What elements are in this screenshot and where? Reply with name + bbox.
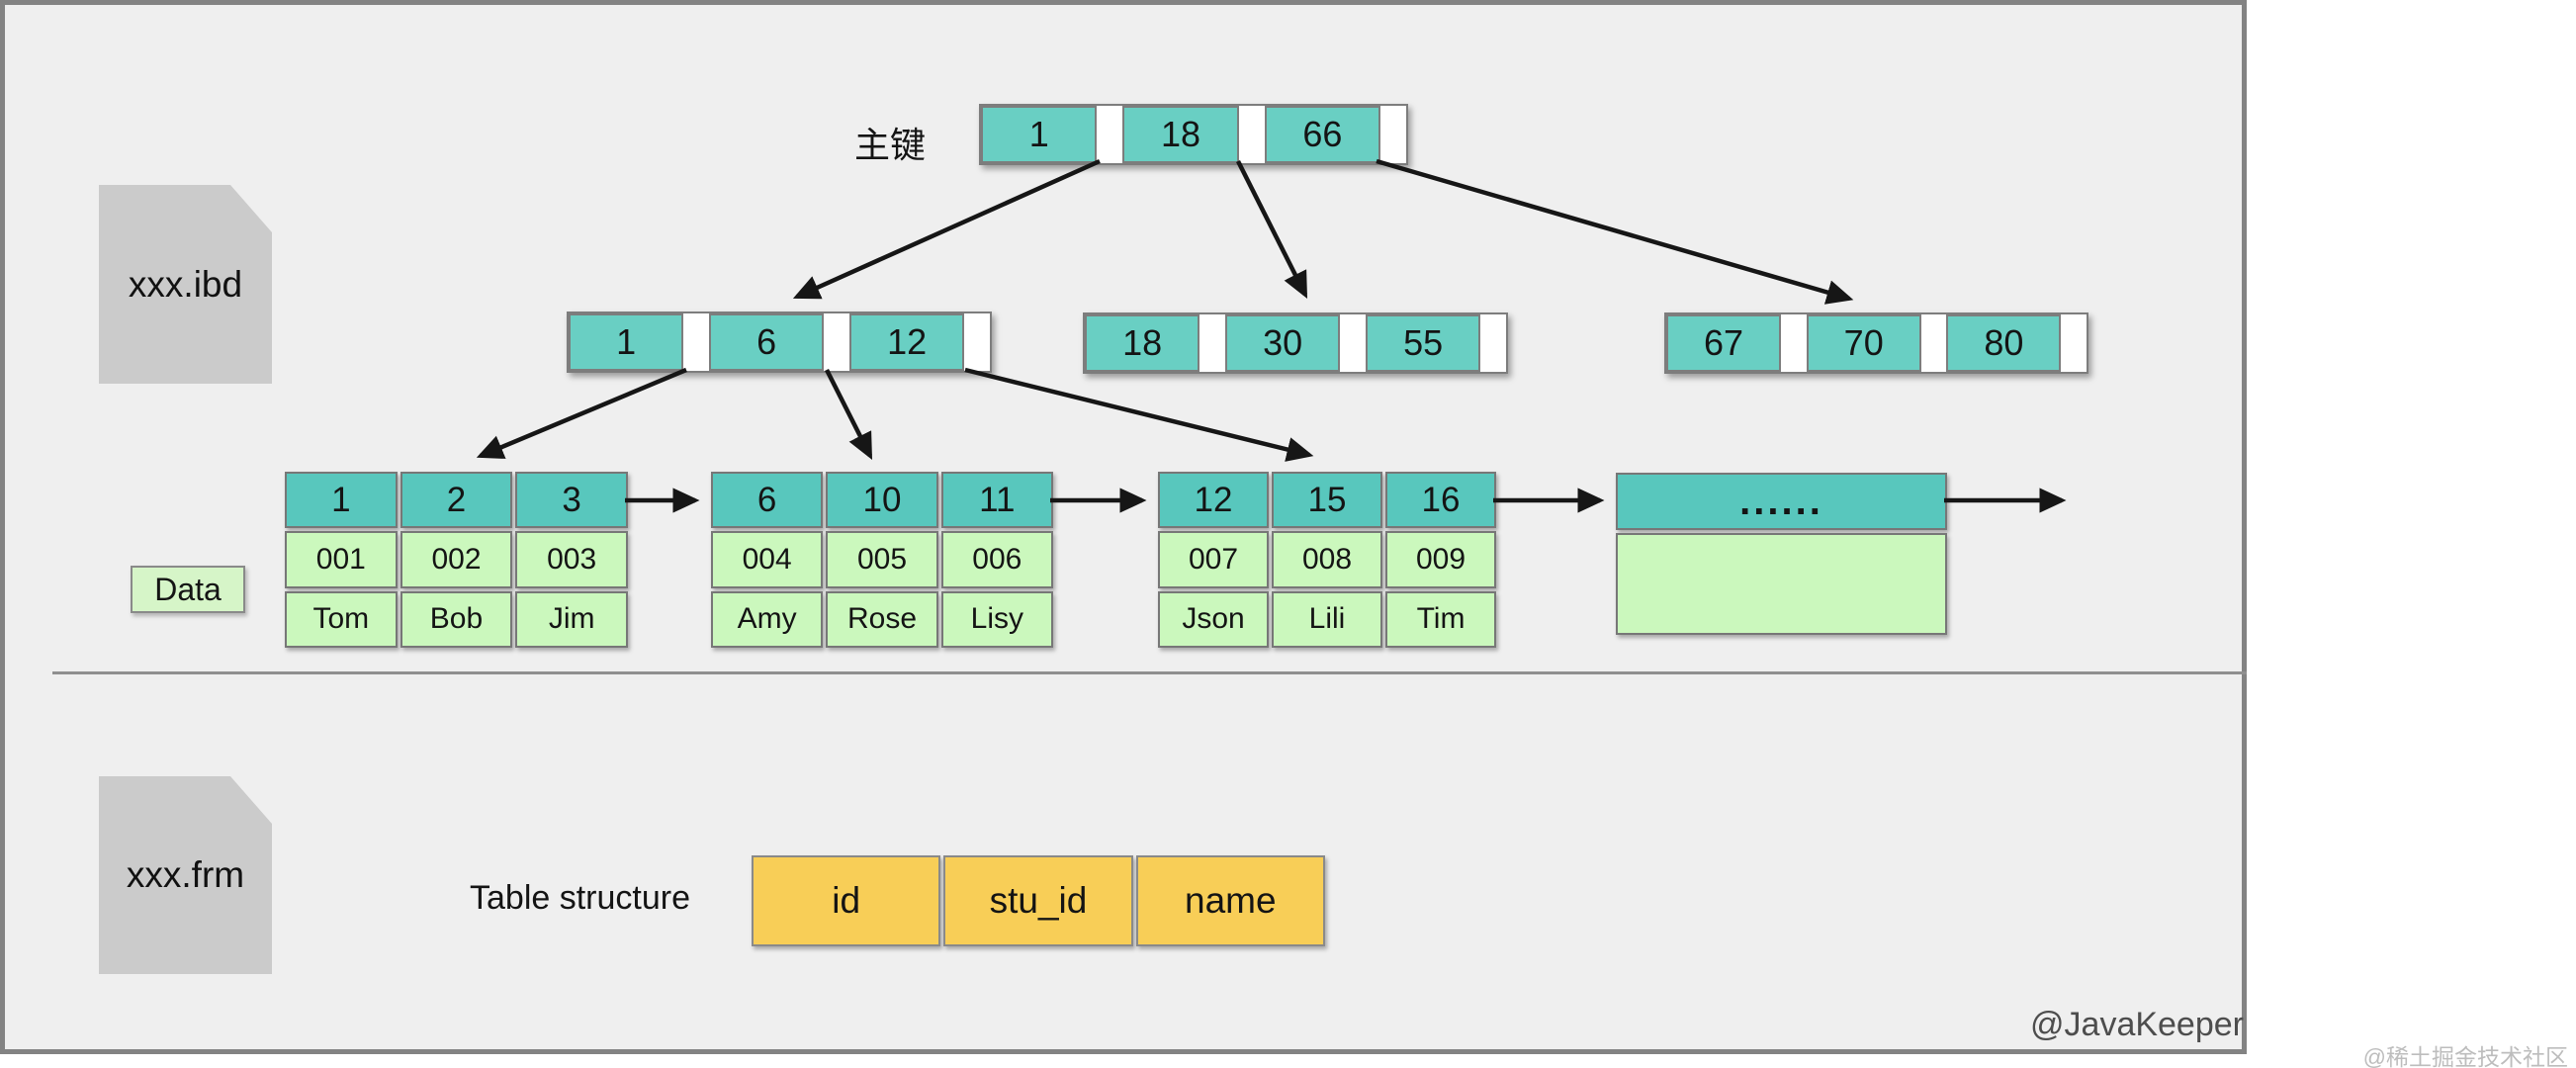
leaf-stuid-cell: 001 [285,531,398,588]
leaf-key-cell: 15 [1272,472,1382,529]
pointer-cell [824,313,849,371]
leaf-key-cell: 11 [940,472,1053,529]
key-cell: 18 [1085,314,1200,372]
leaf-page-2: 6 10 11 004 005 006 Amy Rose Lisy [711,472,1053,648]
ibd-file-label: xxx.ibd [128,263,243,305]
site-watermark: @稀土掘金技术社区 [2362,1044,2568,1068]
pointer-cell [1238,106,1265,163]
key-cell: 6 [709,313,825,371]
leaf-stuid-cell: 004 [711,531,824,588]
diagram-canvas: xxx.ibd xxx.frm 主键 1 18 66 1 6 12 18 [0,0,2247,1054]
leaf-name-cell: Rose [826,590,938,648]
key-cell: 12 [849,313,965,371]
key-cell: 67 [1666,314,1782,372]
leaf-stuid-cell: 008 [1272,531,1382,588]
leaf-key-cell: 3 [515,472,628,529]
table-structure-bar: id stu_id name [752,855,1325,946]
key-cell: 30 [1225,314,1341,372]
btree-root-node: 1 18 66 [979,104,1408,165]
pointer-cell [1480,314,1506,372]
leaf-key-cell: 12 [1158,472,1269,529]
leaf-ellipsis-cell: ...... [1616,473,1947,530]
leaf-stuid-cell: 002 [400,531,513,588]
key-cell: 1 [981,106,1098,163]
pointer-cell [683,313,709,371]
frm-file-icon: xxx.frm [99,776,272,974]
primary-key-label: 主键 [853,125,926,165]
leaf-page-3: 12 15 16 007 008 009 Json Lili Tim [1158,472,1496,648]
leaf-stuid-cell: 005 [826,531,938,588]
key-cell: 1 [569,313,684,371]
leaf-key-cell: 6 [711,472,824,529]
leaf-stuid-cell: 003 [515,531,628,588]
leaf-page-more: ...... [1616,473,1947,635]
key-cell: 70 [1806,314,1921,372]
column-cell: id [752,855,941,946]
pointer-cell [1097,106,1123,163]
pointer-cell [1781,314,1807,372]
leaf-name-cell: Tim [1385,590,1496,648]
leaf-page-1: 1 2 3 001 002 003 Tom Bob Jim [285,472,628,648]
key-cell: 55 [1366,314,1481,372]
leaf-key-cell: 10 [826,472,938,529]
author-watermark: @JavaKeeper [2030,1006,2244,1043]
leaf-name-cell: Tom [285,590,398,648]
leaf-name-cell: Bob [400,590,513,648]
column-cell: stu_id [943,855,1133,946]
pointer-cell [964,313,990,371]
leaf-stuid-cell: 006 [940,531,1053,588]
leaf-name-cell: Json [1158,590,1269,648]
leaf-key-cell: 16 [1385,472,1496,529]
ibd-file-icon: xxx.ibd [99,185,272,384]
leaf-name-cell: Lisy [940,590,1053,648]
frm-file-label: xxx.frm [126,854,245,895]
data-tag: Data [131,566,245,613]
btree-internal-node-right: 67 70 80 [1664,312,2088,374]
data-tag-label: Data [154,571,222,607]
pointer-cell [1380,106,1406,163]
leaf-stuid-cell: 009 [1385,531,1496,588]
pointer-cell [1340,314,1366,372]
pointer-cell [1920,314,1947,372]
key-cell: 66 [1264,106,1381,163]
leaf-name-cell: Jim [515,590,628,648]
leaf-stuid-cell: 007 [1158,531,1269,588]
btree-internal-node-left: 1 6 12 [567,312,992,373]
leaf-name-cell: Lili [1272,590,1382,648]
leaf-key-cell: 2 [400,472,513,529]
section-divider [52,671,2247,674]
key-cell: 80 [1946,314,2062,372]
leaf-key-cell: 1 [285,472,398,529]
leaf-empty-body [1616,533,1947,635]
table-structure-label: Table structure [470,879,690,917]
key-cell: 18 [1122,106,1239,163]
column-cell: name [1135,855,1325,946]
leaf-name-cell: Amy [711,590,824,648]
pointer-cell [2061,314,2087,372]
btree-internal-node-middle: 18 30 55 [1083,312,1508,374]
pointer-cell [1199,314,1225,372]
